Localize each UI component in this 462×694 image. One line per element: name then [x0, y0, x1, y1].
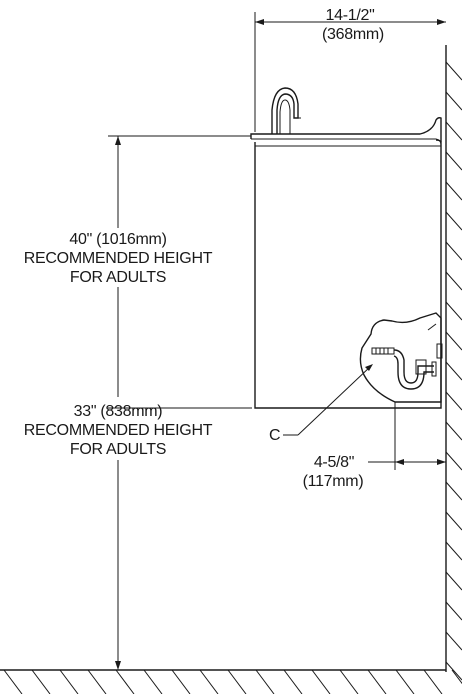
wall-hatch-line	[445, 301, 462, 321]
wall-flange	[431, 361, 437, 377]
floor-hatch-line	[311, 669, 331, 694]
arrow-right	[437, 19, 446, 25]
floor-hatch-line	[31, 669, 51, 694]
floor-hatching	[3, 669, 462, 694]
floor	[0, 669, 462, 694]
supply-line	[427, 323, 437, 331]
wall-hatch-line	[445, 631, 462, 651]
floor-hatch-line	[143, 669, 163, 694]
wall-hatch-line	[445, 361, 462, 381]
arrow-left	[255, 19, 264, 25]
trap-assembly	[359, 312, 443, 403]
wall-hatch-line	[445, 571, 462, 591]
adult-height-dimension: 40" (1016mm) RECOMMENDED HEIGHT FOR ADUL…	[24, 135, 251, 397]
trap-callout: C	[269, 364, 373, 444]
bubbler-outline	[271, 87, 299, 134]
width-metric-label: (368mm)	[322, 26, 384, 43]
wall-hatch-line	[445, 331, 462, 351]
wall	[445, 45, 462, 681]
fountain-cabinet	[250, 87, 442, 409]
wall-hatch-line	[445, 601, 462, 621]
adult-height-line1: RECOMMENDED HEIGHT	[24, 250, 213, 267]
bubbler	[271, 87, 301, 134]
wall-hatch-line	[445, 271, 462, 291]
wall-hatch-line	[445, 61, 462, 81]
wall-hatch-line	[445, 391, 462, 411]
floor-hatch-line	[451, 669, 462, 685]
wall-hatching	[445, 61, 462, 681]
callout-leader-diag	[297, 365, 372, 436]
trap-offset-metric: (117mm)	[303, 473, 364, 490]
wall-hatch-line	[445, 511, 462, 531]
wall-hatch-line	[445, 211, 462, 231]
floor-hatch-line	[423, 669, 443, 694]
trap-slip-nut	[415, 359, 427, 375]
callout-arrowhead	[365, 364, 373, 371]
floor-hatch-line	[367, 669, 387, 694]
height-arrow-bottom	[115, 661, 121, 670]
wall-hatch-line	[445, 241, 462, 261]
tailpiece-nut	[371, 347, 395, 355]
floor-hatch-line	[3, 669, 23, 694]
wall-hatch-line	[445, 661, 462, 681]
floor-hatch-line	[395, 669, 415, 694]
wall-hatch-line	[445, 121, 462, 141]
adult-height-value: 40" (1016mm)	[69, 231, 166, 248]
floor-hatch-line	[59, 669, 79, 694]
floor-hatch-line	[255, 669, 275, 694]
floor-hatch-line	[339, 669, 359, 694]
adult-height-line2: FOR ADULTS	[70, 269, 166, 286]
floor-hatch-line	[115, 669, 135, 694]
wall-hatch-line	[445, 541, 462, 561]
trap-offset-imperial: 4-5/8"	[314, 454, 354, 471]
width-imperial-label: 14-1/2"	[326, 7, 375, 24]
trap-cutaway-outline	[359, 312, 442, 403]
trap-offset-dimension: 4-5/8" (117mm)	[303, 402, 446, 490]
child-height-line2: FOR ADULTS	[70, 441, 166, 458]
child-height-line1: RECOMMENDED HEIGHT	[24, 422, 213, 439]
basin-top-lip	[250, 117, 442, 142]
basin-top-edge	[251, 138, 442, 146]
width-dimension: 14-1/2" (368mm)	[254, 7, 446, 132]
cabinet-body	[254, 139, 442, 409]
child-height-dimension: 33" (838mm) RECOMMENDED HEIGHT FOR ADULT…	[24, 403, 252, 670]
p-trap-outer	[393, 349, 434, 384]
wall-hatch-line	[445, 421, 462, 441]
floor-hatch-line	[199, 669, 219, 694]
floor-hatch-line	[283, 669, 303, 694]
floor-hatch-line	[171, 669, 191, 694]
wall-hatch-line	[445, 181, 462, 201]
trap-offset-arrow-right	[437, 459, 446, 465]
p-trap-inner	[393, 355, 434, 390]
floor-hatch-line	[87, 669, 107, 694]
wall-hatch-line	[445, 91, 462, 111]
wall-fitting	[436, 343, 443, 359]
child-height-value: 33" (838mm)	[74, 403, 163, 420]
floor-hatch-line	[227, 669, 247, 694]
adult-height-arrow-top	[115, 136, 121, 145]
bubbler-inner	[279, 99, 291, 134]
wall-hatch-line	[445, 481, 462, 501]
wall-hatch-line	[445, 151, 462, 171]
trap-offset-arrow-left	[395, 459, 404, 465]
callout-letter-c: C	[269, 427, 280, 444]
wall-hatch-line	[445, 451, 462, 471]
